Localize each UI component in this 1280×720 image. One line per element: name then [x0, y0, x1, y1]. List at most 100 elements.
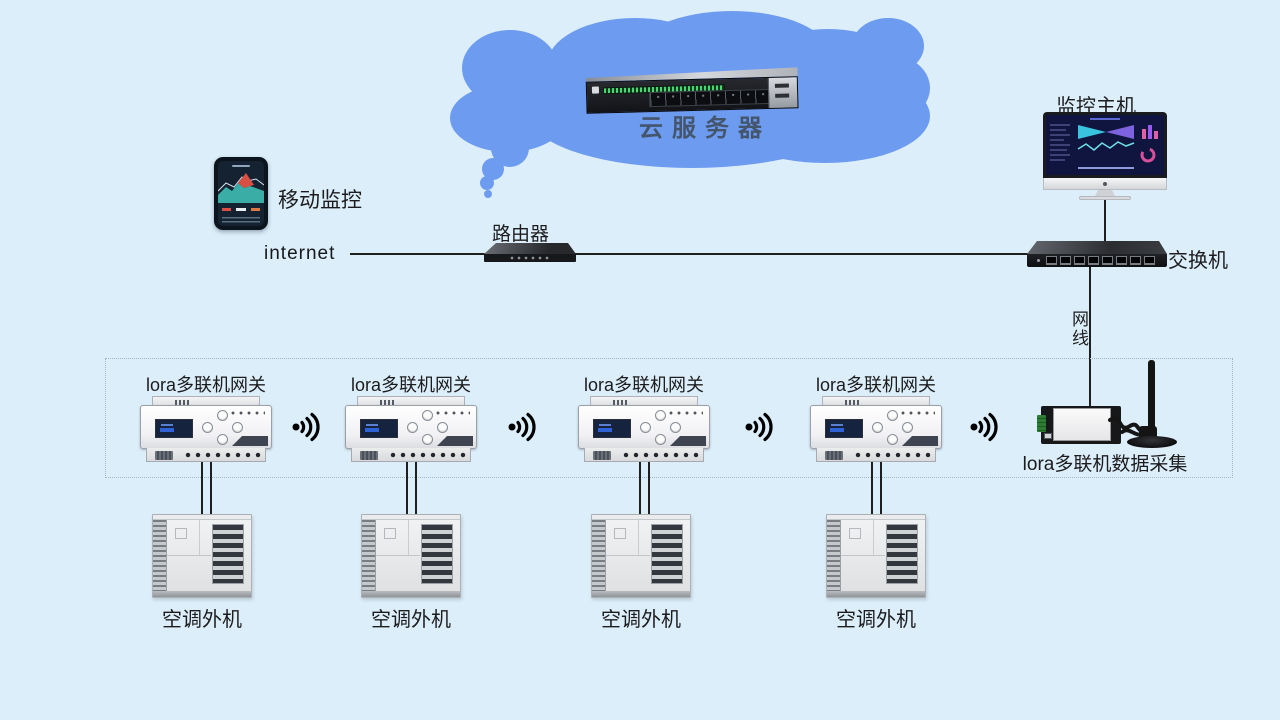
monitor-stand-base: [1079, 196, 1131, 200]
ac-unit-label: 空调外机: [601, 609, 681, 631]
ac-panel-seam: [841, 555, 885, 556]
wifi-signal-icon: [508, 412, 536, 442]
gateway-lcd-screen: [155, 419, 193, 438]
collector-label: lora多联机数据采集: [1022, 454, 1188, 475]
gateway-ac-cable: [871, 462, 873, 515]
ac-side-louvers: [592, 520, 606, 591]
gateway-front-panel: [140, 405, 272, 449]
cloud-server-label: 云服务器: [639, 115, 771, 142]
monitor-logo-dot: [1103, 182, 1107, 186]
ac-base: [592, 591, 690, 597]
gateway-corner-accent: [670, 436, 706, 446]
gateway-connector: [593, 451, 611, 460]
wifi-signal-icon: [970, 412, 998, 442]
ac-panel-seam: [638, 520, 639, 555]
switch-device: [1027, 241, 1167, 267]
ac-side-louvers: [362, 520, 376, 591]
switch-front-face: [1027, 254, 1167, 267]
ac-badge: [614, 528, 626, 539]
ac-outdoor-unit: [826, 514, 926, 598]
gateway-right-button: [232, 422, 243, 433]
switch-collector-cable: [1089, 267, 1091, 406]
phone-dashboard-graphic: [218, 165, 264, 223]
gateway-terminal-strip: [146, 448, 266, 462]
switch-port: [1102, 256, 1113, 265]
gateway-down-button: [887, 434, 898, 445]
monitor-device: [1043, 112, 1167, 178]
gateway-connector: [825, 451, 843, 460]
ac-panel-seam: [167, 555, 211, 556]
ac-front-grille: [886, 524, 918, 584]
router-device: [484, 243, 576, 262]
ac-panel-seam: [873, 520, 874, 555]
gateway-right-button: [902, 422, 913, 433]
cloud-server-device: [586, 67, 799, 114]
network-cable-label: 网线: [1069, 310, 1088, 348]
gateway-corner-accent: [902, 436, 938, 446]
gateway-right-button: [437, 422, 448, 433]
ac-base: [827, 591, 925, 597]
ac-side-louvers: [153, 520, 167, 591]
ac-badge: [384, 528, 396, 539]
gateway-vent: [175, 400, 191, 405]
ac-top-edge: [153, 515, 251, 520]
lora-gateway-device: [810, 396, 942, 462]
gateway-lcd-screen: [825, 419, 863, 438]
server-logo-badge: [591, 86, 600, 94]
gateway-corner-accent: [232, 436, 268, 446]
ac-unit-label: 空调外机: [162, 609, 242, 631]
gateway-status-leds: [901, 411, 935, 415]
gateway-din-rail-top: [152, 396, 260, 406]
monitor-stand-neck: [1095, 190, 1115, 196]
ac-badge: [175, 528, 187, 539]
ac-top-edge: [592, 515, 690, 520]
gateway-vent: [613, 400, 629, 405]
collector-port: [1044, 433, 1052, 439]
gateway-corner-accent: [437, 436, 473, 446]
server-drive-bays: [649, 88, 770, 108]
lora-collector-device: [1037, 406, 1121, 444]
ac-outdoor-unit: [361, 514, 461, 598]
gateway-down-button: [422, 434, 433, 445]
lora-network-boundary: [105, 358, 1233, 478]
gateway-up-button: [887, 410, 898, 421]
gateway-ac-cable: [648, 462, 650, 515]
collector-front-panel: [1053, 408, 1111, 441]
gateway-din-rail-top: [822, 396, 930, 406]
gateway-ac-cable: [201, 462, 203, 515]
ac-badge: [849, 528, 861, 539]
ac-base: [362, 591, 460, 597]
gateway-left-button: [872, 422, 883, 433]
switch-label: 交换机: [1168, 250, 1228, 272]
gateway-lcd-screen: [593, 419, 631, 438]
router-label: 路由器: [492, 224, 550, 245]
switch-port: [1074, 256, 1085, 265]
switch-port: [1144, 256, 1155, 265]
collector-antenna-base: [1127, 436, 1177, 448]
gateway-vent: [380, 400, 396, 405]
ac-front-grille: [212, 524, 244, 584]
gateway-terminal-dots: [623, 452, 701, 458]
ac-base: [153, 591, 251, 597]
gateway-status-leds: [436, 411, 470, 415]
monitor-chin: [1043, 178, 1167, 190]
router-front-face: [484, 254, 576, 262]
gateway-lcd-pixels: [598, 428, 612, 432]
switch-port: [1088, 256, 1099, 265]
mobile-monitoring-label: 移动监控: [278, 189, 362, 212]
gateway-lcd-pixels: [830, 428, 844, 432]
gateway-ac-cable: [880, 462, 882, 515]
ac-front-grille: [421, 524, 453, 584]
internet-line: [350, 253, 1038, 255]
gateway-terminal-strip: [816, 448, 936, 462]
collector-terminal-block: [1037, 415, 1046, 432]
collector-antenna-rod: [1148, 360, 1155, 438]
gateway-din-rail-top: [357, 396, 465, 406]
gateway-front-panel: [345, 405, 477, 449]
gateway-left-button: [202, 422, 213, 433]
internet-label: internet: [264, 243, 336, 264]
gateway-lcd-screen: [360, 419, 398, 438]
gateway-connector: [155, 451, 173, 460]
ac-top-edge: [827, 515, 925, 520]
